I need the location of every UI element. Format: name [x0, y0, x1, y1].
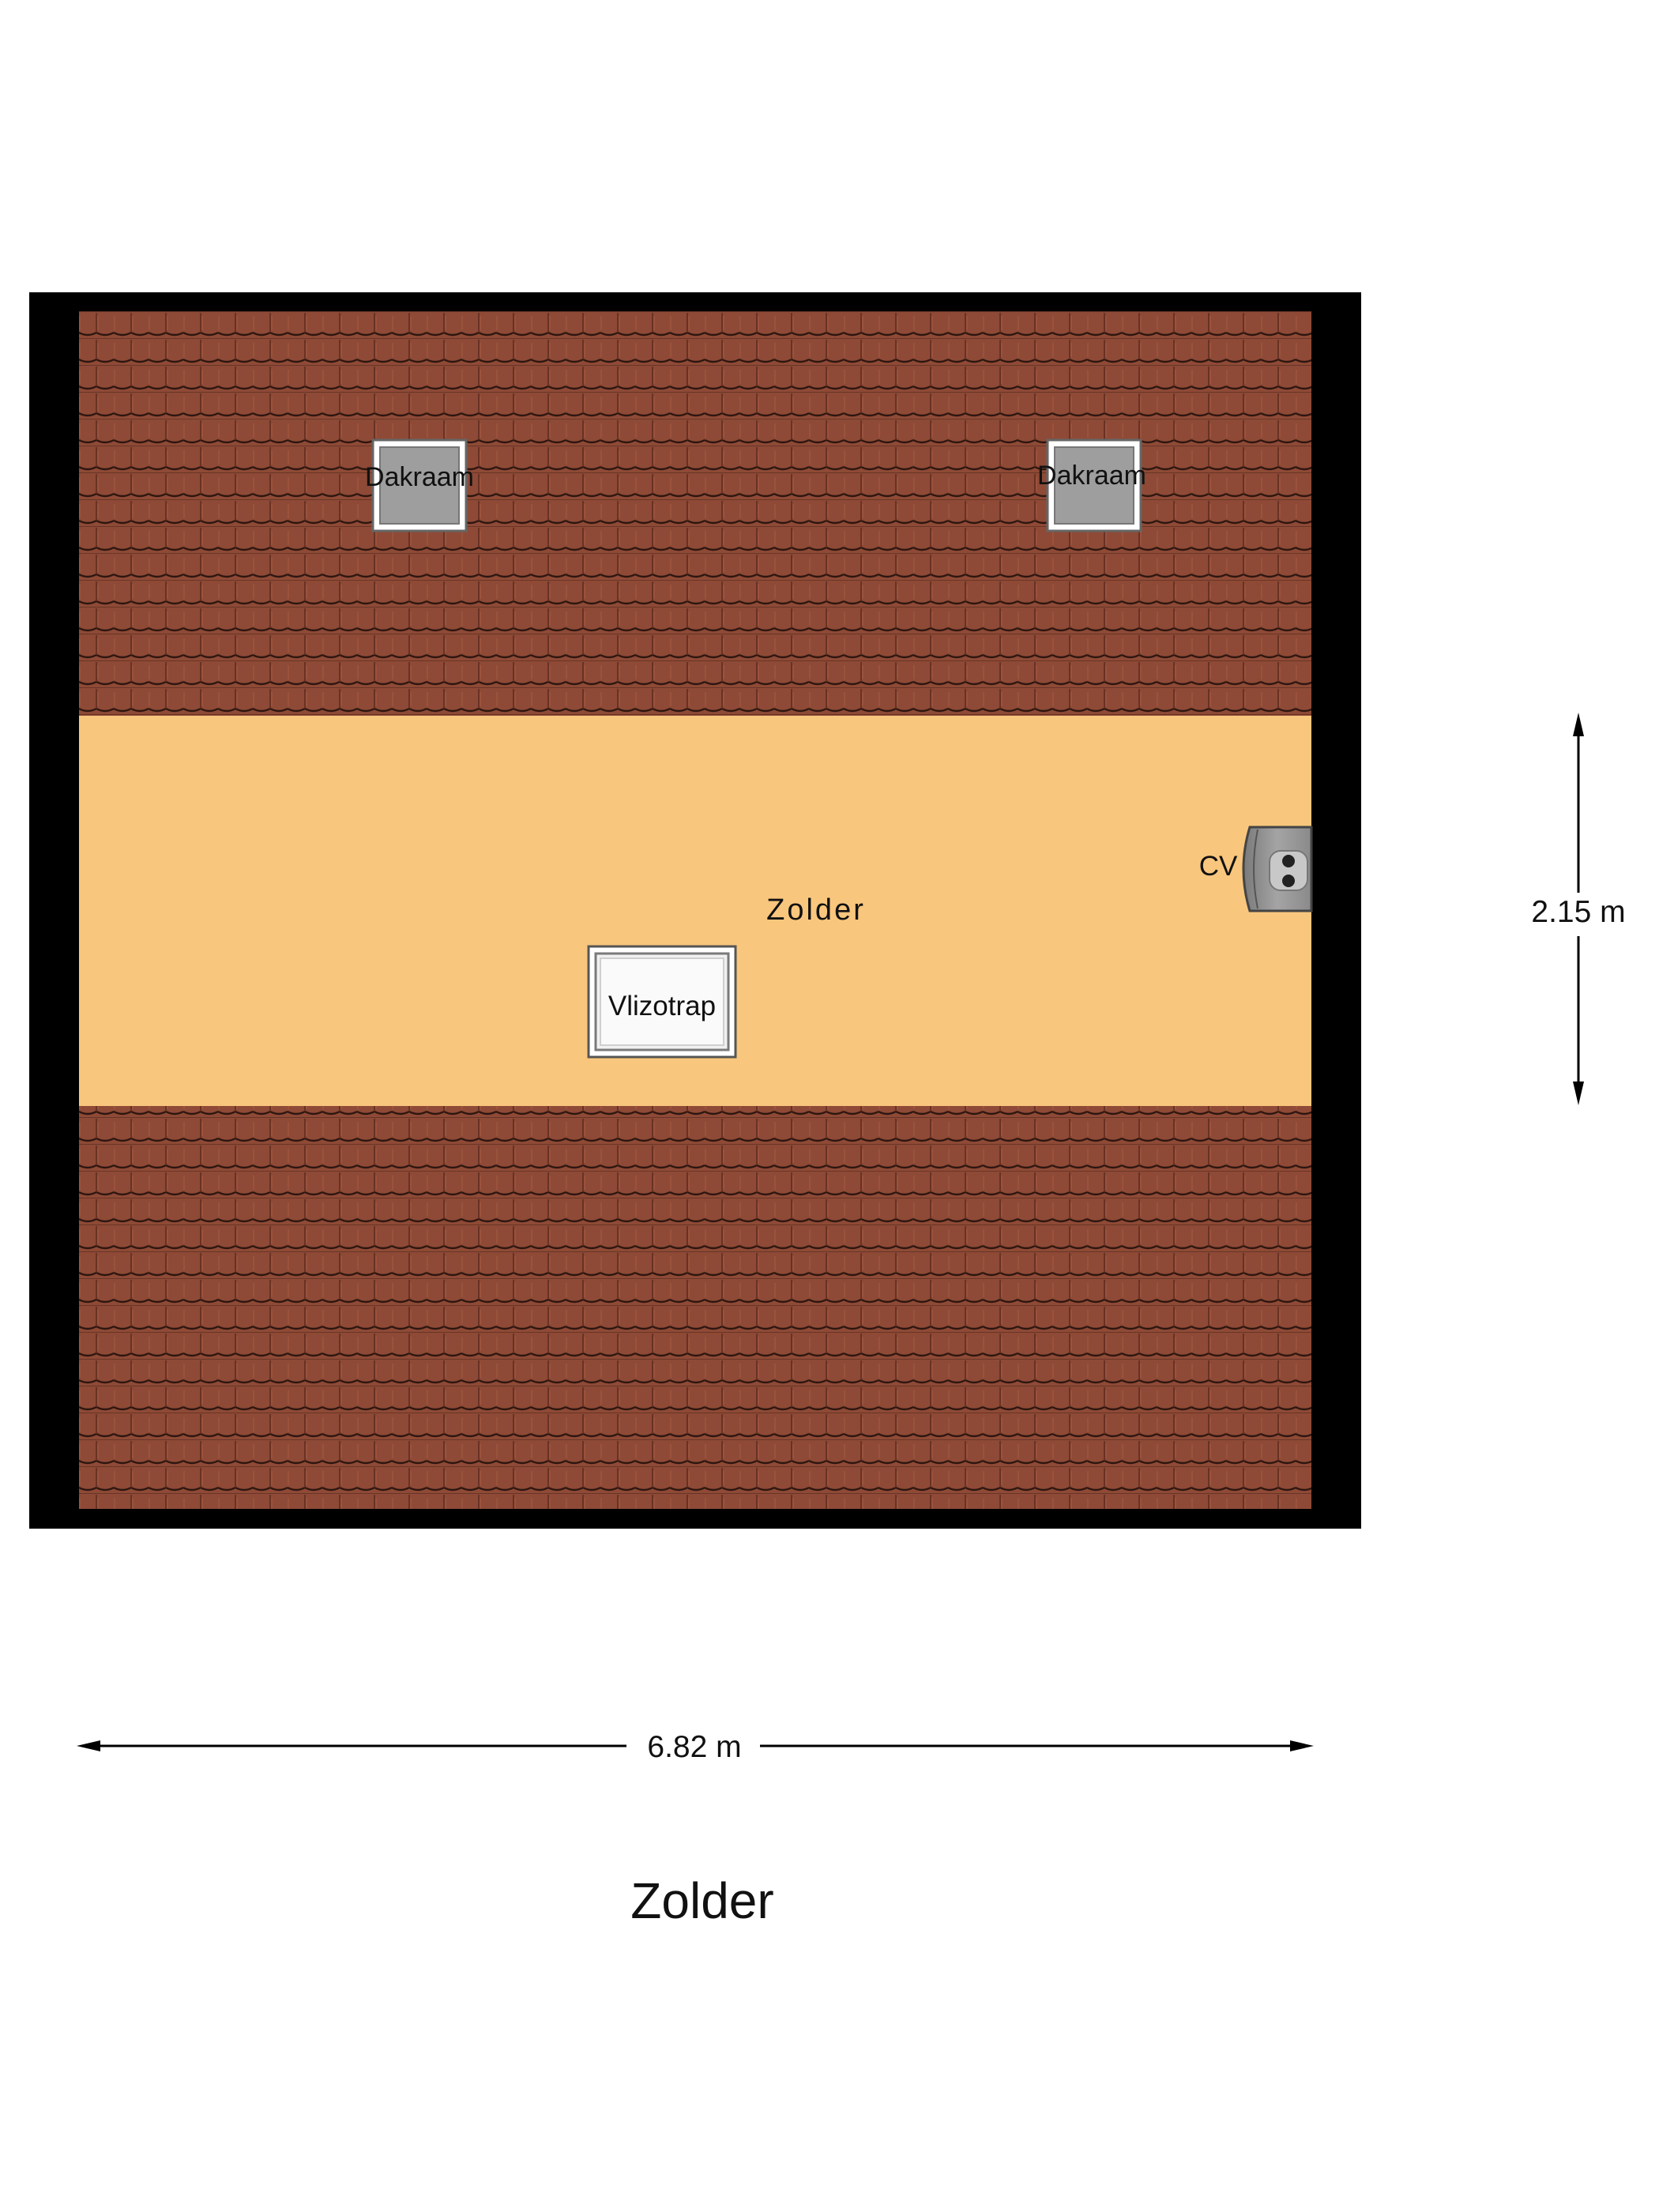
width-dimension-label: 6.82 m — [647, 1730, 741, 1764]
skylight-left-label: Dakraam — [365, 462, 474, 492]
skylight-right: Dakraam — [1037, 438, 1146, 532]
boiler: CV — [1199, 826, 1313, 912]
roof-tiles-bottom — [79, 1106, 1311, 1509]
height-dimension-label: 2.15 m — [1531, 895, 1625, 929]
height-dimension: 2.15 m — [1531, 713, 1626, 1105]
loft-ladder-label: Vlizotrap — [608, 991, 716, 1021]
width-dimension: 6.82 m — [77, 1730, 1314, 1764]
skylight-right-label: Dakraam — [1037, 461, 1146, 491]
loft-ladder-hatch: Vlizotrap — [587, 945, 737, 1059]
arrow-up-icon — [1573, 713, 1584, 736]
room-zolder-label: Zolder — [766, 893, 866, 927]
arrow-down-icon — [1573, 1082, 1584, 1105]
floor-title: Zolder — [630, 1872, 773, 1929]
skylight-left: Dakraam — [365, 438, 474, 532]
arrow-left-icon — [77, 1740, 100, 1751]
arrow-right-icon — [1290, 1740, 1314, 1751]
boiler-label: CV — [1199, 851, 1238, 882]
